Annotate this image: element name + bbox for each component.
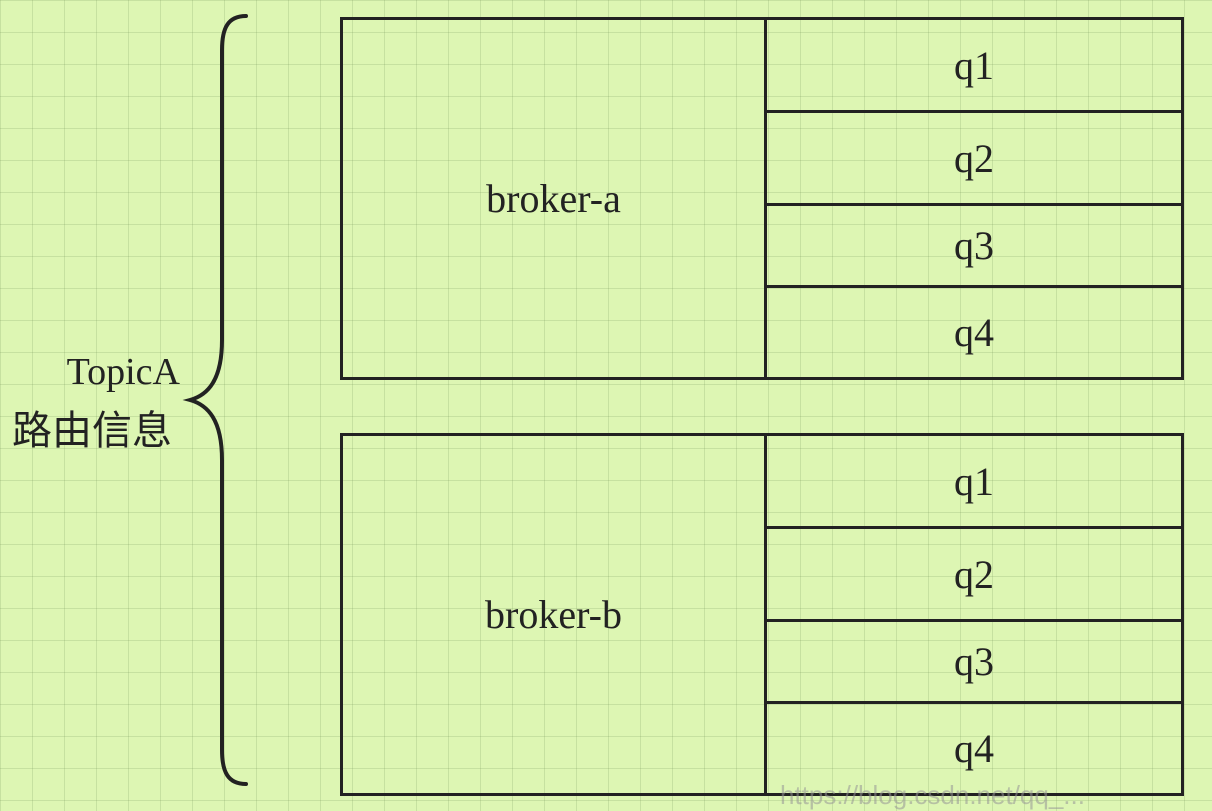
broker-box: broker-b — [343, 436, 767, 793]
queue-list: q1 q2 q3 q4 — [767, 20, 1181, 377]
queue-cell: q4 — [767, 288, 1181, 377]
queue-cell: q2 — [767, 113, 1181, 206]
queue-label: q4 — [954, 726, 994, 771]
curly-brace-icon — [182, 14, 248, 786]
broker-name: broker-b — [485, 592, 622, 637]
queue-cell: q1 — [767, 436, 1181, 529]
queue-cell: q2 — [767, 529, 1181, 622]
broker-group-a: broker-a q1 q2 q3 q4 — [340, 17, 1184, 380]
broker-name: broker-a — [486, 176, 621, 221]
queue-label: q4 — [954, 310, 994, 355]
queue-label: q2 — [954, 551, 994, 597]
broker-box: broker-a — [343, 20, 767, 377]
broker-group-b: broker-b q1 q2 q3 q4 — [340, 433, 1184, 796]
queue-cell: q4 — [767, 704, 1181, 793]
queue-list: q1 q2 q3 q4 — [767, 436, 1181, 793]
watermark: https://blog.csdn.net/qq_... — [780, 780, 1085, 810]
queue-cell: q3 — [767, 622, 1181, 704]
queue-label: q3 — [954, 639, 994, 684]
queue-cell: q3 — [767, 206, 1181, 288]
topic-subtitle: 路由信息 — [12, 408, 172, 454]
queue-label: q3 — [954, 223, 994, 268]
topic-title: TopicA — [66, 351, 180, 393]
queue-label: q2 — [954, 135, 994, 181]
queue-cell: q1 — [767, 20, 1181, 113]
queue-label: q1 — [954, 42, 994, 88]
queue-label: q1 — [954, 458, 994, 504]
